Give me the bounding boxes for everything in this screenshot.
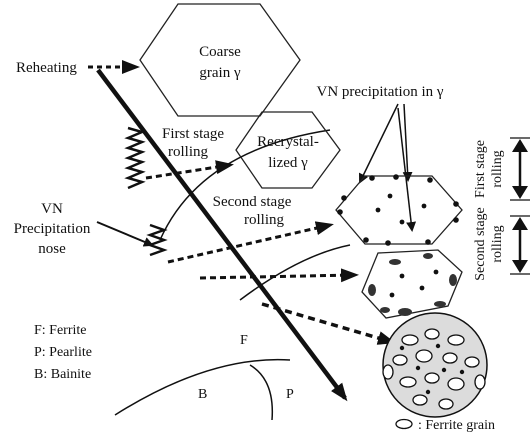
recrystallized-hexagon <box>236 112 340 188</box>
ferrite-microstructure <box>383 313 487 417</box>
vn-nose-label-2: Precipitation <box>14 221 91 237</box>
recrystallized-label-1: Recrystal- <box>257 134 319 150</box>
second-stage-rolling-label-2: rolling <box>244 212 284 228</box>
deformed-grain <box>362 250 462 318</box>
region-f-label: F <box>240 333 248 348</box>
ferrite-start-curve <box>240 245 350 300</box>
ferrite-grain-legend-icon <box>396 420 412 429</box>
region-b-label: B <box>198 387 207 402</box>
second-stage-rolling-zigzag <box>150 225 164 255</box>
vn-precipitate-grain <box>336 174 462 246</box>
first-stage-rolling-label-1: First stage <box>162 126 224 142</box>
legend-bainite: B: Bainite <box>34 367 91 382</box>
legend-ferrite: F: Ferrite <box>34 323 87 338</box>
vn-nose-label-3: nose <box>38 241 66 257</box>
vn-precip-arrow-1 <box>360 104 398 182</box>
vn-precipitation-in-gamma-label: VN precipitation in γ <box>316 84 443 100</box>
region-p-label: P <box>286 387 294 402</box>
cooling-path-line <box>98 70 345 398</box>
right-first-stage-label-1: First stage <box>473 140 488 198</box>
second-stage-arrow <box>168 225 330 262</box>
legend-pearlite: P: Pearlite <box>34 345 92 360</box>
right-second-stage-label-1: Second stage <box>473 207 488 280</box>
pearlite-curve <box>250 365 272 420</box>
vn-nose-arrow <box>97 222 152 245</box>
first-stage-rolling-zigzag <box>128 128 142 188</box>
second-stage-bracket <box>510 216 530 274</box>
right-second-stage-label-2: rolling <box>490 225 505 262</box>
coarse-grain-label-2: grain γ <box>199 65 241 81</box>
first-stage-rolling-label-2: rolling <box>168 144 208 160</box>
reheating-label: Reheating <box>16 60 77 76</box>
right-first-stage-label-2: rolling <box>490 150 505 187</box>
to-ferrite-structure-arrow <box>262 304 392 342</box>
first-stage-bracket <box>510 138 530 200</box>
second-stage-rolling-label-1: Second stage <box>213 194 292 210</box>
coarse-grain-hexagon <box>140 4 300 116</box>
ferrite-grain-legend-label: : Ferrite grain <box>418 418 495 433</box>
coarse-grain-label-1: Coarse <box>199 44 241 60</box>
vn-nose-label-1: VN <box>41 201 63 217</box>
recrystallized-label-2: lized γ <box>268 155 308 171</box>
